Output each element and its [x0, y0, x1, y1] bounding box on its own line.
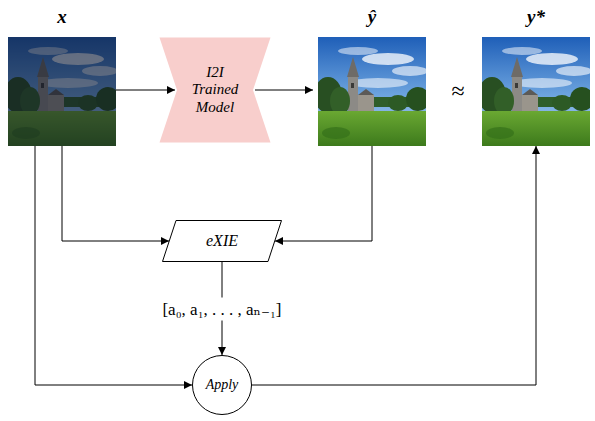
approx-sign: ≈ [451, 78, 464, 105]
apply-circle: Apply [192, 355, 252, 415]
bowtie-shape [160, 38, 271, 143]
image-label: ŷ [318, 6, 426, 28]
node-label: Apply [206, 377, 239, 393]
dark-overlay [8, 37, 116, 146]
arrow-connector [35, 146, 192, 385]
parallelogram-shape [163, 221, 282, 262]
node-label: I2I Trained Model [185, 64, 245, 116]
node-label: eXIE [206, 232, 238, 250]
edge-label: [a₀, a₁, . . . , aₙ₋₁] [158, 297, 285, 320]
arrow-connector [255, 90, 313, 91]
arrow-connector [252, 146, 536, 385]
output-photo [314, 37, 430, 146]
explainer-box: eXIE [162, 220, 282, 262]
output-image: ŷ [318, 37, 426, 146]
circle-shape [193, 356, 252, 415]
arrow-connector [116, 90, 175, 91]
arrow-connector [62, 146, 169, 241]
arrow-connector [275, 146, 372, 241]
target-image: y* [482, 37, 590, 146]
input-photo [4, 37, 120, 146]
target-photo [478, 37, 594, 146]
input-image: x [8, 37, 116, 146]
image-label: y* [482, 6, 590, 28]
image-label: x [8, 6, 116, 28]
model-box: I2I Trained Model [159, 37, 271, 143]
